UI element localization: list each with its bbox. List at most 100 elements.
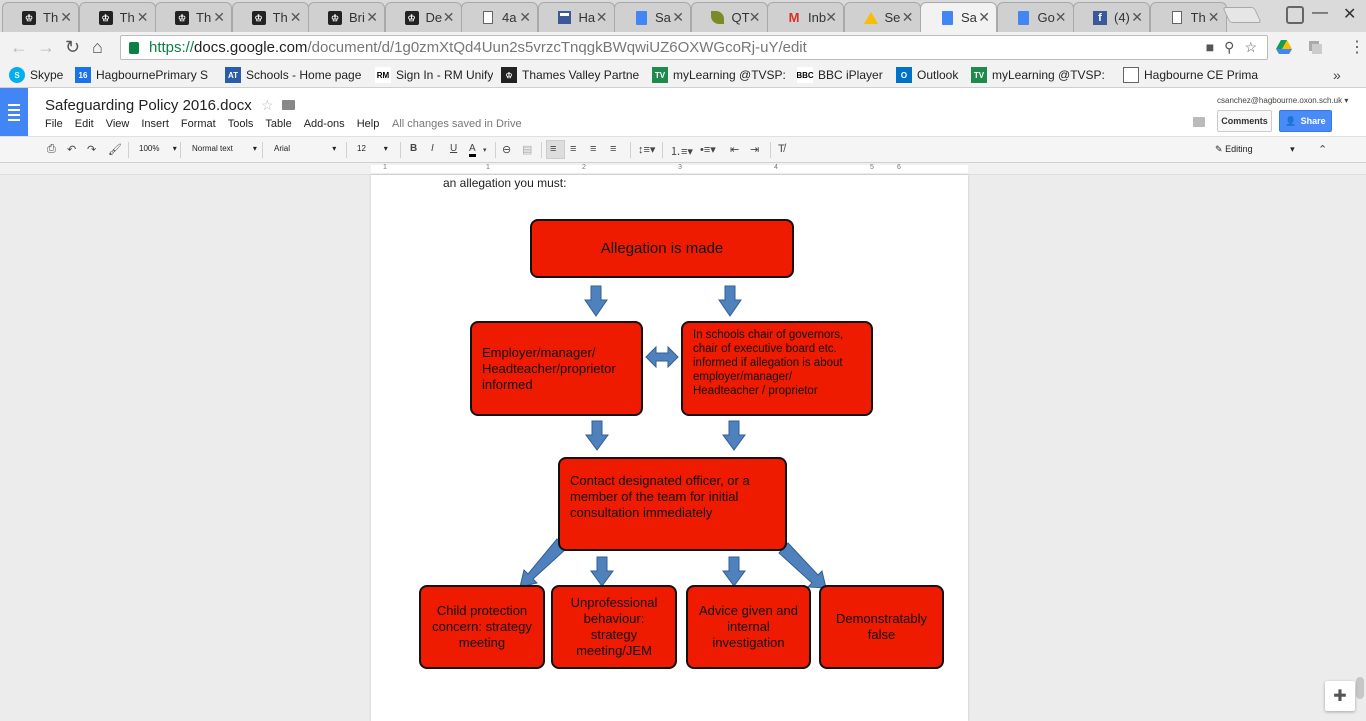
browser-menu-icon[interactable]: ⋮ [1349, 39, 1365, 56]
zoom-icon[interactable]: ⚲ [1224, 39, 1235, 55]
menu-item-help[interactable]: Help [356, 118, 380, 130]
paint-format-icon[interactable]: 🖌 [108, 144, 122, 156]
align-left-button[interactable] [546, 140, 565, 159]
bookmark-star-icon[interactable]: ☆ [1244, 39, 1257, 55]
text-color-button[interactable]: A [469, 143, 476, 157]
align-right-icon[interactable]: ≡ [590, 143, 597, 155]
browser-tab[interactable]: ♔Th✕ [78, 2, 156, 32]
docs-home-icon[interactable] [0, 88, 28, 136]
tab-close-icon[interactable]: ✕ [289, 9, 302, 25]
browser-tab[interactable]: ♔Th✕ [155, 2, 232, 32]
minimize-icon[interactable]: — [1312, 4, 1328, 21]
more-bookmarks-button[interactable]: » [1333, 67, 1341, 83]
menu-item-table[interactable]: Table [265, 118, 292, 130]
comment-icon[interactable]: ▤ [522, 144, 533, 156]
menu-item-file[interactable]: File [45, 118, 63, 130]
close-window-icon[interactable]: ✕ [1343, 6, 1357, 23]
browser-tab[interactable]: 4a✕ [461, 2, 538, 32]
tab-close-icon[interactable]: ✕ [748, 9, 761, 25]
chat-icon[interactable] [1193, 117, 1205, 127]
bold-button[interactable]: B [410, 143, 418, 154]
tab-close-icon[interactable]: ✕ [136, 9, 149, 25]
font-select[interactable]: Arial ▾ [274, 144, 337, 153]
line-spacing-icon[interactable]: ↕≡▾ [638, 144, 656, 156]
browser-tab[interactable]: Ha✕ [537, 2, 615, 32]
menu-item-insert[interactable]: Insert [141, 118, 169, 130]
menu-item-edit[interactable]: Edit [74, 118, 94, 130]
tab-close-icon[interactable]: ✕ [1207, 9, 1220, 25]
italic-button[interactable]: I [431, 143, 434, 154]
print-icon[interactable]: ⎙ [47, 143, 56, 155]
browser-tab[interactable]: Sa✕ [614, 2, 691, 32]
collapse-icon[interactable]: ⌃ [1318, 144, 1328, 156]
decrease-indent-icon[interactable]: ⇤ [730, 144, 740, 156]
clear-formatting-icon[interactable]: T̸ [778, 143, 785, 155]
tab-close-icon[interactable]: ✕ [60, 9, 72, 25]
redo-icon[interactable]: ↷ [87, 144, 97, 156]
browser-tab[interactable]: Sa✕ [920, 2, 997, 32]
vertical-scrollbar[interactable] [1356, 677, 1364, 699]
underline-button[interactable]: U [450, 143, 458, 154]
home-icon[interactable]: ⌂ [92, 37, 103, 57]
new-tab-button[interactable] [1222, 7, 1262, 23]
bulleted-list-icon[interactable]: •≡▾ [700, 144, 716, 156]
tab-close-icon[interactable]: ✕ [1131, 9, 1143, 25]
browser-tab[interactable]: Th✕ [1149, 2, 1227, 32]
star-icon[interactable]: ☆ [261, 97, 274, 113]
editing-mode-select[interactable]: ✎ Editing ▾ [1215, 144, 1295, 154]
align-center-icon[interactable]: ≡ [570, 143, 577, 155]
style-select[interactable]: Normal text ▾ [192, 144, 257, 153]
browser-tab[interactable]: Go✕ [996, 2, 1074, 32]
address-bar[interactable]: https://docs.google.com/document/d/1g0zm… [120, 35, 1268, 60]
tab-close-icon[interactable]: ✕ [825, 9, 837, 25]
drive-extension-icon[interactable] [1276, 39, 1292, 55]
tab-close-icon[interactable]: ✕ [442, 9, 455, 25]
comments-button[interactable]: Comments [1217, 110, 1272, 132]
tab-close-icon[interactable]: ✕ [901, 9, 914, 25]
extension-icon[interactable] [1307, 39, 1323, 55]
browser-tab[interactable]: ♔Th✕ [231, 2, 309, 32]
increase-indent-icon[interactable]: ⇥ [750, 144, 760, 156]
camera-icon[interactable]: ■ [1205, 39, 1215, 55]
browser-tab[interactable]: Se✕ [843, 2, 921, 32]
folder-icon[interactable] [282, 100, 295, 110]
menu-item-format[interactable]: Format [180, 118, 216, 130]
tab-close-icon[interactable]: ✕ [366, 9, 378, 25]
forward-icon[interactable]: → [37, 37, 55, 57]
browser-tab[interactable]: ♔Th✕ [2, 2, 79, 32]
tab-close-icon[interactable]: ✕ [595, 9, 608, 25]
explore-icon[interactable]: ✚ [1325, 681, 1355, 711]
bookmark-item[interactable]: Hagbourne CE Prima [1123, 67, 1263, 83]
undo-icon[interactable]: ↶ [67, 144, 77, 156]
browser-tab[interactable]: ♔Bri✕ [308, 2, 385, 32]
browser-tab[interactable]: QT✕ [690, 2, 768, 32]
justify-icon[interactable]: ≡ [610, 143, 617, 155]
profile-icon[interactable] [1286, 6, 1304, 24]
numbered-list-icon[interactable]: ⒈≡▾ [670, 146, 693, 158]
menu-item-tools[interactable]: Tools [227, 118, 254, 130]
tab-close-icon[interactable]: ✕ [672, 9, 684, 25]
link-icon[interactable]: ⊖ [502, 144, 512, 156]
menu-item-view[interactable]: View [105, 118, 130, 130]
share-button[interactable]: 👤Share [1279, 110, 1332, 132]
browser-tab[interactable]: ♔De✕ [384, 2, 462, 32]
zoom-select[interactable]: 100% ▾ [139, 144, 177, 153]
browser-tab[interactable]: f(4)✕ [1073, 2, 1150, 32]
save-status[interactable]: All changes saved in Drive [392, 118, 522, 130]
back-icon[interactable]: ← [10, 37, 28, 57]
tab-close-icon[interactable]: ✕ [519, 9, 531, 25]
tab-close-icon[interactable]: ✕ [978, 9, 990, 25]
account-email[interactable]: csanchez@hagbourne.oxon.sch.uk ▾ [1217, 96, 1349, 105]
menu-item-addons[interactable]: Add-ons [303, 118, 345, 130]
text-color-dropdown-icon[interactable]: ▾ [483, 147, 487, 154]
tab-close-icon[interactable]: ✕ [213, 9, 225, 25]
